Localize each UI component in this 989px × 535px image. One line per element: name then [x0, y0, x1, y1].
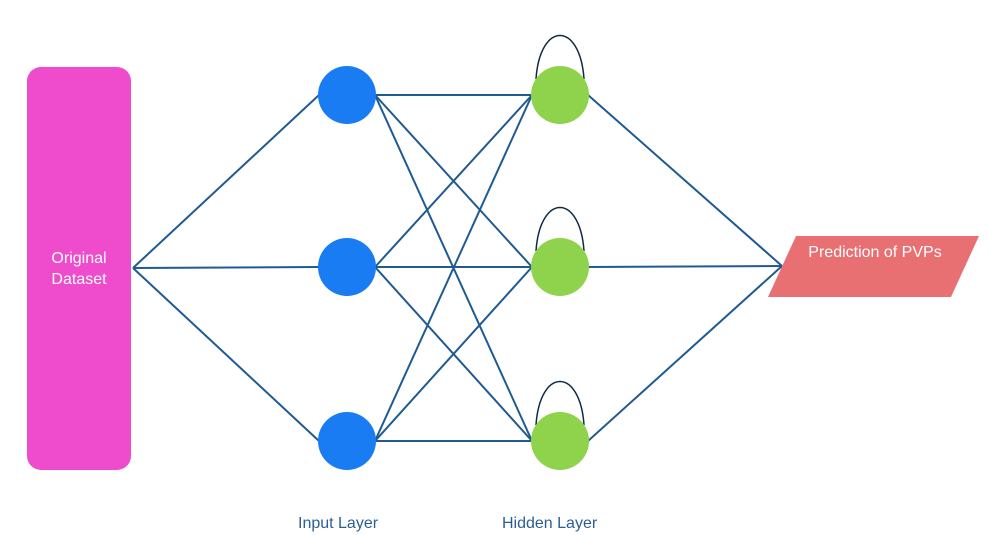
prediction-output-shape [768, 236, 979, 297]
connections [132, 94, 783, 442]
hidden-2-self-loop [535, 207, 585, 252]
edge-input-2-hidden-1 [374, 94, 533, 268]
edge-dataset-input-2 [132, 266, 320, 269]
edge-hidden-3-output [587, 265, 783, 442]
nodes [318, 66, 589, 470]
input-layer-label: Input Layer [298, 515, 379, 532]
hidden-3-self-loop [535, 381, 585, 426]
edge-input-3-hidden-2 [374, 266, 533, 442]
original-dataset-label: Original Dataset [51, 249, 107, 288]
hidden-node-2 [531, 238, 589, 296]
hidden-node-1 [531, 66, 589, 124]
edge-hidden-2-output [587, 265, 783, 268]
edge-dataset-input-3 [132, 267, 320, 442]
self-loops [535, 35, 585, 426]
original-dataset-block: Original Dataset [27, 67, 131, 470]
hidden-1-self-loop [535, 35, 585, 80]
edge-hidden-1-output [587, 94, 783, 267]
edge-dataset-input-1 [132, 94, 320, 269]
hidden-layer-label: Hidden Layer [502, 515, 598, 532]
input-node-1 [318, 66, 376, 124]
prediction-output-label: Prediction of PVPs [808, 244, 942, 261]
input-node-2 [318, 238, 376, 296]
edge-input-3-hidden-1 [374, 94, 533, 442]
hidden-node-3 [531, 412, 589, 470]
input-node-3 [318, 412, 376, 470]
